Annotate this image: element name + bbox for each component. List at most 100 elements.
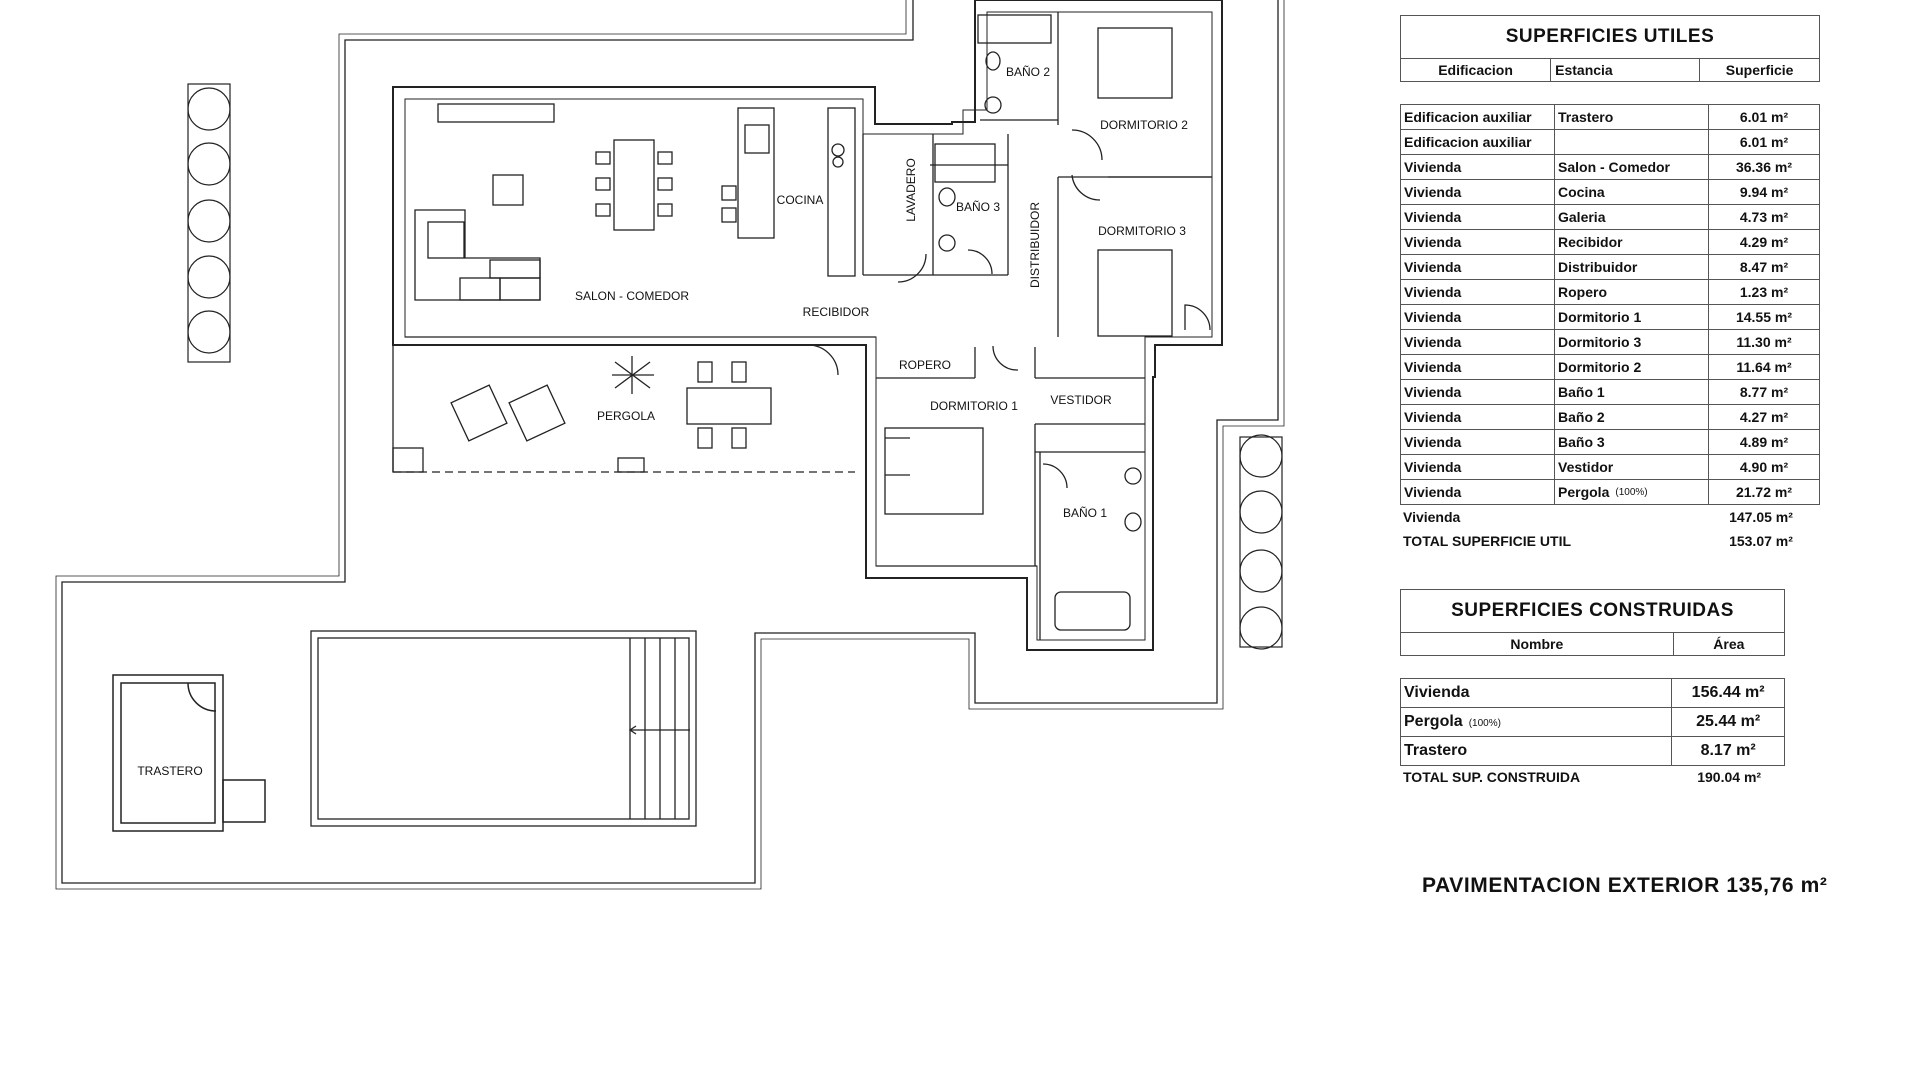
- utiles-cell-superficie: 36.36 m²: [1708, 155, 1819, 179]
- utiles-cell-estancia-text: Recibidor: [1558, 234, 1623, 250]
- room-label-vestidor: VESTIDOR: [1050, 393, 1112, 407]
- utiles-cell-estancia-text: Baño 1: [1558, 384, 1605, 400]
- utiles-header: Edificacion Estancia Superficie: [1400, 59, 1820, 82]
- utiles-cell-edificacion: Vivienda: [1404, 184, 1462, 200]
- construidas-total-label: TOTAL SUP. CONSTRUIDA: [1403, 769, 1581, 785]
- trastero-building: [112, 674, 266, 832]
- utiles-cell-estancia: Baño 2: [1554, 405, 1708, 429]
- pavimentacion-exterior: PAVIMENTACION EXTERIOR 135,76 m²: [1422, 874, 1828, 897]
- utiles-cell-estancia: Dormitorio 3: [1554, 330, 1708, 354]
- utiles-cell-edificacion: Vivienda: [1404, 334, 1462, 350]
- utiles-cell-edificacion: Vivienda: [1404, 209, 1462, 225]
- construidas-header: Nombre Área: [1400, 633, 1785, 656]
- construidas-cell-nombre-text: Vivienda: [1404, 684, 1470, 701]
- room-label-cocina: COCINA: [777, 193, 824, 207]
- utiles-cell-edificacion: Vivienda: [1404, 284, 1462, 300]
- utiles-cell-superficie: 1.23 m²: [1708, 280, 1819, 304]
- construidas-title: SUPERFICIES CONSTRUIDAS: [1400, 589, 1785, 633]
- utiles-subtotal-row: Vivienda 147.05 m²: [1400, 505, 1820, 529]
- utiles-cell-estancia: Pergola(100%): [1554, 480, 1708, 504]
- room-label-dormitorio1: DORMITORIO 1: [930, 399, 1018, 413]
- house-interior-wall: [404, 11, 1213, 641]
- utiles-cell-estancia: [1554, 130, 1708, 154]
- utiles-total-row: TOTAL SUPERFICIE UTIL 153.07 m²: [1400, 529, 1820, 553]
- utiles-cell-superficie: 4.29 m²: [1708, 230, 1819, 254]
- utiles-title: SUPERFICIES UTILES: [1400, 15, 1820, 59]
- utiles-cell-edificacion: Vivienda: [1404, 409, 1462, 425]
- utiles-cell-estancia: Dormitorio 1: [1554, 305, 1708, 329]
- utiles-cell-edificacion: Vivienda: [1404, 434, 1462, 450]
- utiles-cell-estancia-text: Salon - Comedor: [1558, 159, 1671, 175]
- utiles-cell-superficie: 11.30 m²: [1708, 330, 1819, 354]
- construidas-total-row: TOTAL SUP. CONSTRUIDA 190.04 m²: [1400, 766, 1785, 788]
- utiles-cell-edificacion: Vivienda: [1404, 484, 1462, 500]
- terrace-outline: [61, 0, 1279, 884]
- utiles-cell-estancia-text: Dormitorio 1: [1558, 309, 1642, 325]
- utiles-cell-superficie: 4.73 m²: [1708, 205, 1819, 229]
- room-label-bano2: BAÑO 2: [1006, 65, 1050, 79]
- tree-row-left: [187, 83, 231, 363]
- utiles-cell-edificacion: Vivienda: [1404, 159, 1462, 175]
- utiles-cell-estancia-text: Baño 2: [1558, 409, 1605, 425]
- utiles-row: Vivienda Cocina 9.94 m²: [1400, 180, 1820, 205]
- room-label-trastero: TRASTERO: [137, 764, 202, 778]
- utiles-cell-superficie: 8.47 m²: [1708, 255, 1819, 279]
- utiles-cell-superficie: 9.94 m²: [1708, 180, 1819, 204]
- superficies-construidas-table: SUPERFICIES CONSTRUIDAS Nombre Área Vivi…: [1400, 589, 1785, 788]
- room-label-dormitorio3: DORMITORIO 3: [1098, 224, 1186, 238]
- utiles-cell-estancia: Vestidor: [1554, 455, 1708, 479]
- palm-icon: [612, 356, 654, 394]
- room-label-bano1: BAÑO 1: [1063, 506, 1107, 520]
- utiles-cell-estancia-text: Baño 3: [1558, 434, 1605, 450]
- room-label-pergola: PERGOLA: [597, 409, 655, 423]
- construidas-cell-percent: (100%): [1468, 718, 1501, 729]
- utiles-header-edificacion: Edificacion: [1438, 62, 1513, 78]
- utiles-cell-estancia: Baño 1: [1554, 380, 1708, 404]
- construidas-cell-nombre: Trastero: [1401, 742, 1671, 760]
- construidas-cell-area: 8.17 m²: [1671, 737, 1784, 765]
- utiles-cell-estancia: Recibidor: [1554, 230, 1708, 254]
- utiles-cell-edificacion: Edificacion auxiliar: [1404, 109, 1532, 125]
- construidas-cell-nombre: Vivienda: [1401, 684, 1671, 702]
- construidas-cell-nombre: Pergola(100%): [1401, 713, 1671, 731]
- utiles-header-estancia: Estancia: [1550, 59, 1699, 81]
- room-label-salon: SALON - COMEDOR: [575, 289, 689, 303]
- utiles-cell-estancia-text: Ropero: [1558, 284, 1607, 300]
- utiles-cell-estancia-text: Pergola: [1558, 484, 1610, 500]
- house-exterior-wall: [392, 0, 1223, 651]
- utiles-cell-estancia-text: Cocina: [1558, 184, 1605, 200]
- tree-row-right: [1239, 434, 1283, 650]
- terrace-outline-inner: [55, 0, 1285, 890]
- utiles-cell-superficie: 8.77 m²: [1708, 380, 1819, 404]
- utiles-row: Edificacion auxiliar 6.01 m²: [1400, 130, 1820, 155]
- utiles-cell-estancia-text: Vestidor: [1558, 459, 1614, 475]
- utiles-cell-estancia: Dormitorio 2: [1554, 355, 1708, 379]
- utiles-cell-edificacion: Edificacion auxiliar: [1404, 134, 1532, 150]
- utiles-total-label: TOTAL SUPERFICIE UTIL: [1403, 533, 1572, 549]
- construidas-header-area: Área: [1672, 633, 1784, 655]
- utiles-cell-estancia: Ropero: [1554, 280, 1708, 304]
- utiles-cell-estancia: Cocina: [1554, 180, 1708, 204]
- utiles-row: Vivienda Ropero 1.23 m²: [1400, 280, 1820, 305]
- pool: [310, 630, 697, 827]
- utiles-cell-superficie: 6.01 m²: [1708, 130, 1819, 154]
- utiles-cell-superficie: 6.01 m²: [1708, 105, 1819, 129]
- utiles-subtotal-label: Vivienda: [1403, 509, 1461, 525]
- utiles-total-value: 153.07 m²: [1729, 533, 1793, 549]
- room-label-dormitorio2: DORMITORIO 2: [1100, 118, 1188, 132]
- utiles-cell-edificacion: Vivienda: [1404, 359, 1462, 375]
- utiles-cell-superficie: 4.90 m²: [1708, 455, 1819, 479]
- utiles-cell-superficie: 11.64 m²: [1708, 355, 1819, 379]
